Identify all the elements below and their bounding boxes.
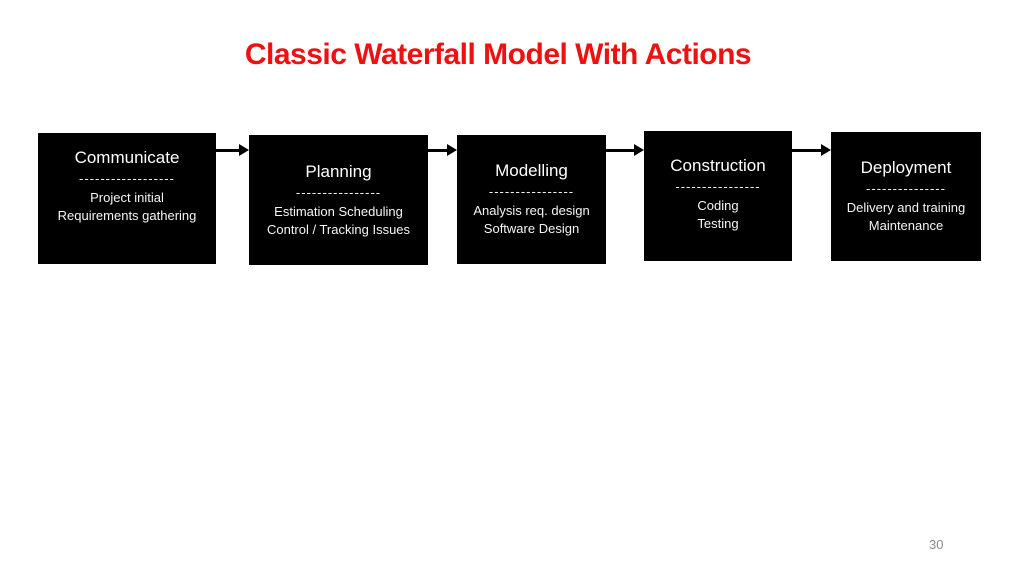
stage-title: Communicate xyxy=(74,148,180,167)
stage-title: Deployment xyxy=(860,158,952,177)
stage-title: Modelling xyxy=(495,161,568,180)
stage-separator: ---------------- xyxy=(675,179,761,194)
stage-action-line: Estimation Scheduling xyxy=(274,204,403,219)
flow-arrow-construction-to-deployment xyxy=(792,144,831,156)
stage-node-planning: Planning ---------------- Estimation Sch… xyxy=(249,135,428,265)
stage-node-communicate: Communicate ------------------ Project i… xyxy=(38,133,216,264)
stage-action-line: Analysis req. design xyxy=(473,203,590,218)
stage-action-line: Control / Tracking Issues xyxy=(266,222,411,237)
stage-action-line: Software Design xyxy=(483,221,580,236)
flow-arrow-planning-to-modelling xyxy=(428,144,457,156)
slide-page-number: 30 xyxy=(929,537,944,552)
stage-action-line: Delivery and training xyxy=(846,200,966,215)
slide-title: Classic Waterfall Model With Actions xyxy=(244,38,752,71)
stage-separator: --------------- xyxy=(866,181,946,196)
stage-node-modelling: Modelling ---------------- Analysis req.… xyxy=(457,135,606,264)
stage-action-line: Maintenance xyxy=(868,218,944,233)
stage-node-construction: Construction ---------------- Coding Tes… xyxy=(644,131,792,261)
stage-separator: ---------------- xyxy=(295,185,382,200)
stage-node-deployment: Deployment --------------- Delivery and … xyxy=(831,132,981,261)
stage-separator: ---------------- xyxy=(488,184,575,199)
stage-action-line: Coding xyxy=(697,198,739,213)
stage-title: Construction xyxy=(670,156,766,175)
stage-title: Planning xyxy=(305,162,372,181)
stage-action-line: Testing xyxy=(697,216,739,231)
stage-action-line: Requirements gathering xyxy=(57,208,197,223)
stage-separator: ------------------ xyxy=(79,171,175,186)
flow-arrow-communicate-to-planning xyxy=(216,144,249,156)
flow-arrow-modelling-to-construction xyxy=(606,144,644,156)
stage-action-line: Project initial xyxy=(90,190,164,205)
